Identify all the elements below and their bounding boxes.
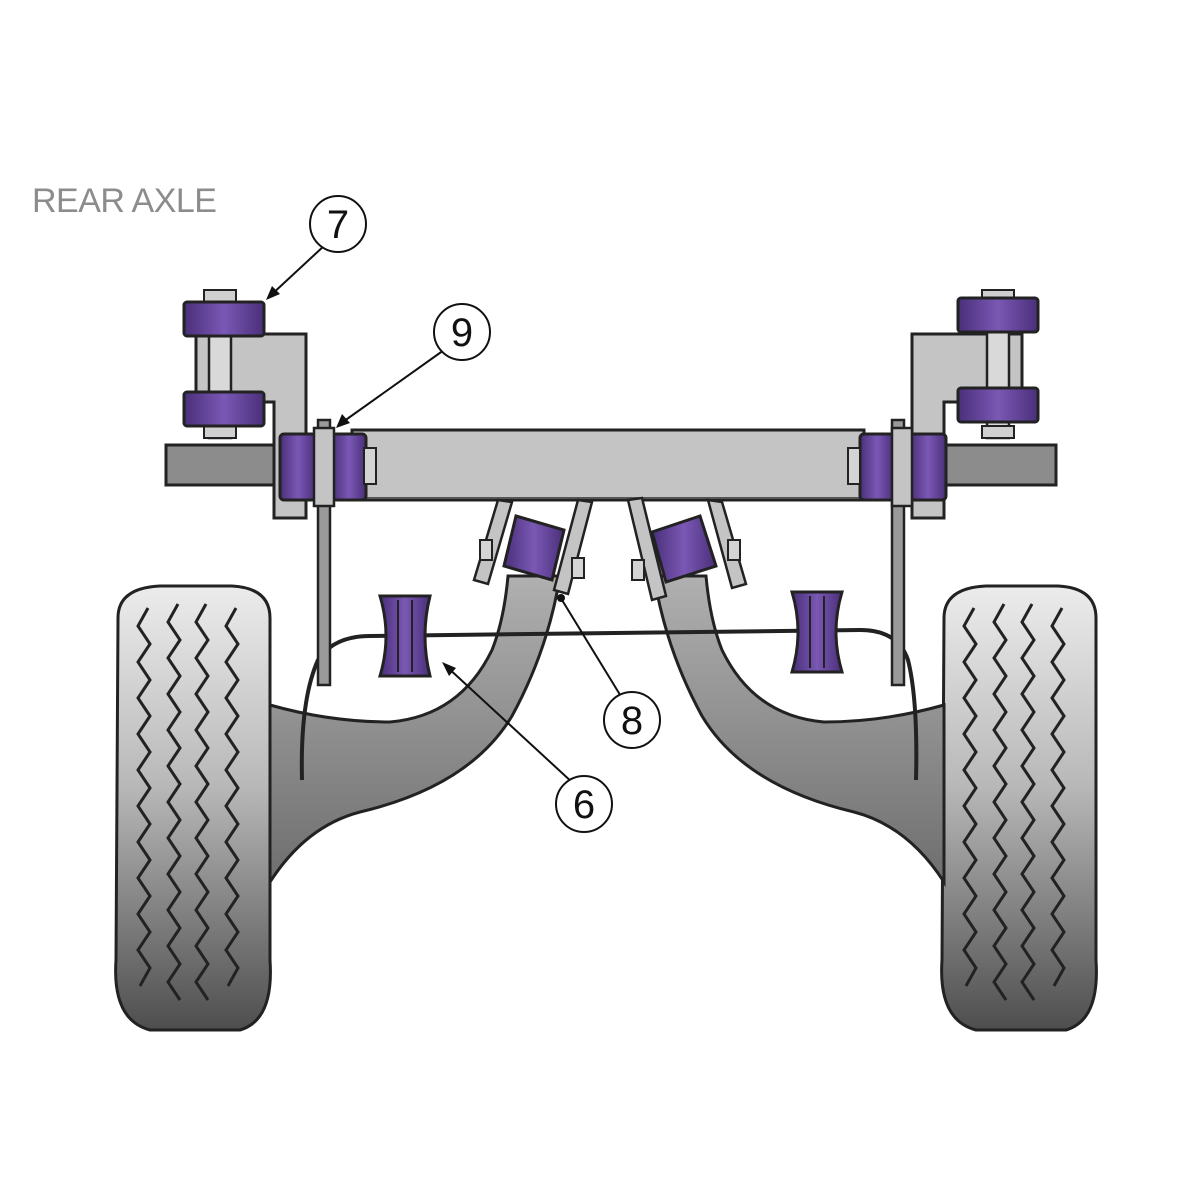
axle-crossmember — [350, 428, 866, 502]
callout-6-label: 6 — [573, 783, 595, 827]
callout-6: 6 — [442, 662, 613, 833]
right-upper-bush-top — [956, 296, 1040, 334]
left-upper-bush-bottom — [182, 390, 266, 428]
callout-9-label: 9 — [451, 311, 473, 355]
right-tyre — [940, 584, 1098, 1032]
left-tyre — [114, 584, 272, 1032]
callout-9: 9 — [336, 303, 491, 428]
right-wheel — [940, 584, 1098, 1032]
left-wheel — [114, 584, 272, 1032]
left-axle-beam-bush — [278, 426, 377, 508]
anti-roll-bar — [299, 627, 919, 781]
left-upper-bush-top — [182, 300, 266, 338]
left-anti-roll-bar-bush — [377, 594, 432, 678]
left-trailing-arm — [268, 574, 562, 888]
callout-7: 7 — [266, 195, 367, 300]
left-tread-pattern — [136, 603, 240, 1001]
callout-7-label: 7 — [327, 203, 349, 247]
diagram-title: REAR AXLE — [32, 182, 217, 220]
right-tread-pattern — [962, 603, 1066, 1001]
right-upper-bush-bottom — [956, 386, 1040, 424]
callout-8-label: 8 — [621, 699, 643, 743]
right-arm-bracket-bush — [626, 496, 748, 602]
left-arm-bracket-bush — [472, 498, 594, 596]
right-axle-beam-bush — [847, 426, 948, 508]
callout-8: 8 — [557, 594, 661, 749]
right-anti-roll-bar-bush — [789, 590, 845, 674]
